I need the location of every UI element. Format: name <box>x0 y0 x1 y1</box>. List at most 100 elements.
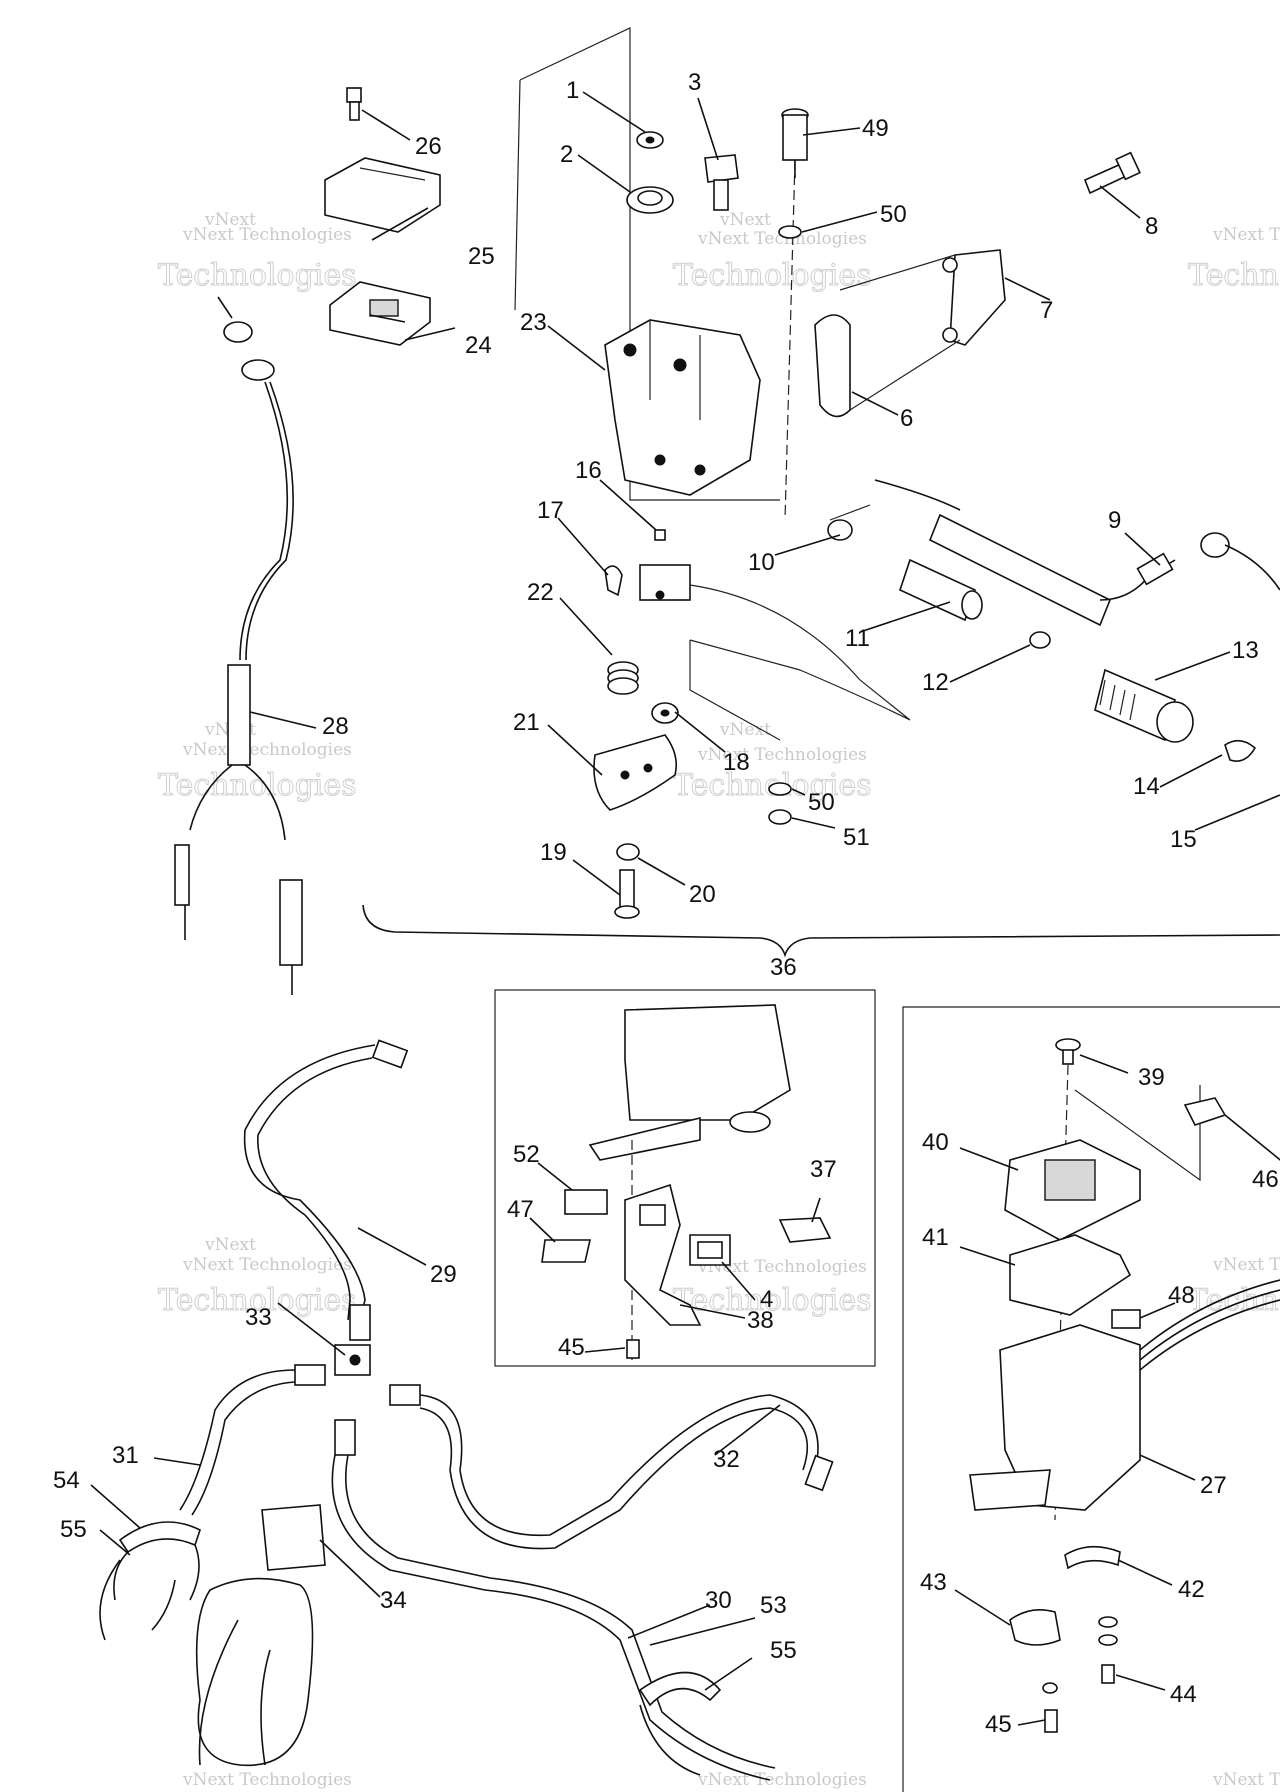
label-34: 34 <box>380 1587 407 1614</box>
label-52: 52 <box>513 1141 540 1168</box>
part-39-screw <box>1055 1038 1081 1065</box>
svg-text:vNext Technologies: vNext Technologies <box>1212 1770 1280 1790</box>
watermark-top-center: vNext vNext Technologies Technologies <box>673 210 873 294</box>
part-41-gasket <box>1009 1234 1132 1316</box>
part-32-hose <box>419 1394 834 1550</box>
part-30-hose <box>331 1454 776 1781</box>
watermark-low-left: vNext vNext Technologies Technologies <box>158 1235 358 1319</box>
part-13-spring-grip <box>1094 668 1194 743</box>
part-18-bushing <box>651 702 679 724</box>
label-24: 24 <box>465 332 492 359</box>
label-10: 10 <box>748 549 775 576</box>
label-40: 40 <box>922 1129 949 1156</box>
part-10-fitting <box>827 504 871 541</box>
part-1-washer <box>636 131 664 149</box>
part-14-clip <box>1224 739 1257 762</box>
part-37-switch <box>778 1217 832 1243</box>
label-31: 31 <box>112 1442 139 1469</box>
label-41: 41 <box>922 1224 949 1251</box>
part-16-screw <box>654 529 666 541</box>
label-39: 39 <box>1138 1064 1165 1091</box>
svg-text:vNext Technologies: vNext Technologies <box>697 229 867 249</box>
leader-lines <box>90 91 1280 1726</box>
label-55b: 55 <box>770 1637 797 1664</box>
label-14: 14 <box>1133 773 1160 800</box>
label-37: 37 <box>810 1156 837 1183</box>
label-36: 36 <box>770 954 797 981</box>
watermark-top-left: vNext vNext Technologies Technologies <box>158 210 358 294</box>
label-1: 1 <box>566 77 579 104</box>
part-7-bracket <box>942 249 1006 346</box>
label-25: 25 <box>468 243 495 270</box>
label-18: 18 <box>723 749 750 776</box>
part-23-housing <box>604 319 761 496</box>
part-11-grip <box>899 558 983 622</box>
label-49: 49 <box>862 115 889 142</box>
label-29: 29 <box>430 1261 457 1288</box>
part-33-tee <box>294 1344 421 1456</box>
part-47-pad <box>541 1239 592 1263</box>
label-48: 48 <box>1168 1282 1195 1309</box>
svg-text:vNext Technologies: vNext Technologies <box>182 1255 352 1275</box>
inset-throttle-housing <box>588 1004 791 1161</box>
part-40-cover <box>1004 1139 1141 1241</box>
label-3: 3 <box>688 69 701 96</box>
label-54: 54 <box>53 1467 80 1494</box>
label-55a: 55 <box>60 1516 87 1543</box>
label-8: 8 <box>1145 213 1158 240</box>
svg-text:Technologies: Technologies <box>673 258 872 293</box>
part-44-screw <box>1098 1616 1118 1684</box>
part-26-screw <box>346 87 362 121</box>
label-43: 43 <box>920 1569 947 1596</box>
label-23: 23 <box>520 309 547 336</box>
label-2: 2 <box>560 141 573 168</box>
part-2-grommet <box>626 186 674 214</box>
label-16: 16 <box>575 457 602 484</box>
label-19: 19 <box>540 839 567 866</box>
label-42: 42 <box>1178 1576 1205 1603</box>
part-42-seal <box>1064 1545 1121 1570</box>
label-50b: 50 <box>808 789 835 816</box>
svg-text:vNext Technologies: vNext Technologies <box>1212 225 1280 245</box>
label-32: 32 <box>713 1446 740 1473</box>
part-25-pad <box>324 157 441 233</box>
label-51: 51 <box>843 824 870 851</box>
label-27: 27 <box>1200 1472 1227 1499</box>
watermark-top-right: vNext Technologies Technologies <box>1188 225 1280 294</box>
svg-text:vNext: vNext <box>204 1235 256 1255</box>
svg-text:vNext Technologies: vNext Technologies <box>697 1770 867 1790</box>
svg-text:vNext Technologies: vNext Technologies <box>1212 1255 1280 1275</box>
part-27-throttle-body <box>969 1279 1280 1511</box>
part-12-nut <box>1029 631 1051 649</box>
part-55-clamp-right <box>638 1671 722 1776</box>
part-17-pin <box>604 564 691 601</box>
part-8-screw <box>1083 151 1141 195</box>
part-28-throttle-cable <box>174 296 303 995</box>
label-33: 33 <box>245 1304 272 1331</box>
part-24-block <box>329 281 431 346</box>
svg-text:vNext Technologies: vNext Technologies <box>182 740 352 760</box>
svg-text:Technologies: Technologies <box>1188 258 1280 293</box>
part-3-bolt <box>704 154 739 211</box>
label-28: 28 <box>322 713 349 740</box>
part-51-lockwasher <box>768 809 792 825</box>
label-45b: 45 <box>985 1711 1012 1738</box>
svg-text:Technologies: Technologies <box>1188 1283 1280 1318</box>
label-12: 12 <box>922 669 949 696</box>
part-20-nut <box>616 843 640 861</box>
part-48-terminal <box>1111 1309 1141 1329</box>
label-21: 21 <box>513 709 540 736</box>
label-6: 6 <box>900 405 913 432</box>
svg-text:vNext Technologies: vNext Technologies <box>697 745 867 765</box>
svg-text:Technologies: Technologies <box>158 258 357 293</box>
part-45-screw-inset <box>626 1339 640 1359</box>
part-6-clamp <box>814 254 961 418</box>
part-45-screw-right <box>1042 1682 1058 1733</box>
label-22: 22 <box>527 579 554 606</box>
label-11: 11 <box>845 625 870 652</box>
label-13: 13 <box>1232 637 1259 664</box>
svg-text:vNext Technologies: vNext Technologies <box>697 1257 867 1277</box>
part-46-label-plate <box>1183 1097 1227 1126</box>
watermark-low-right: vNext Technologies Technologies <box>1188 1255 1280 1319</box>
